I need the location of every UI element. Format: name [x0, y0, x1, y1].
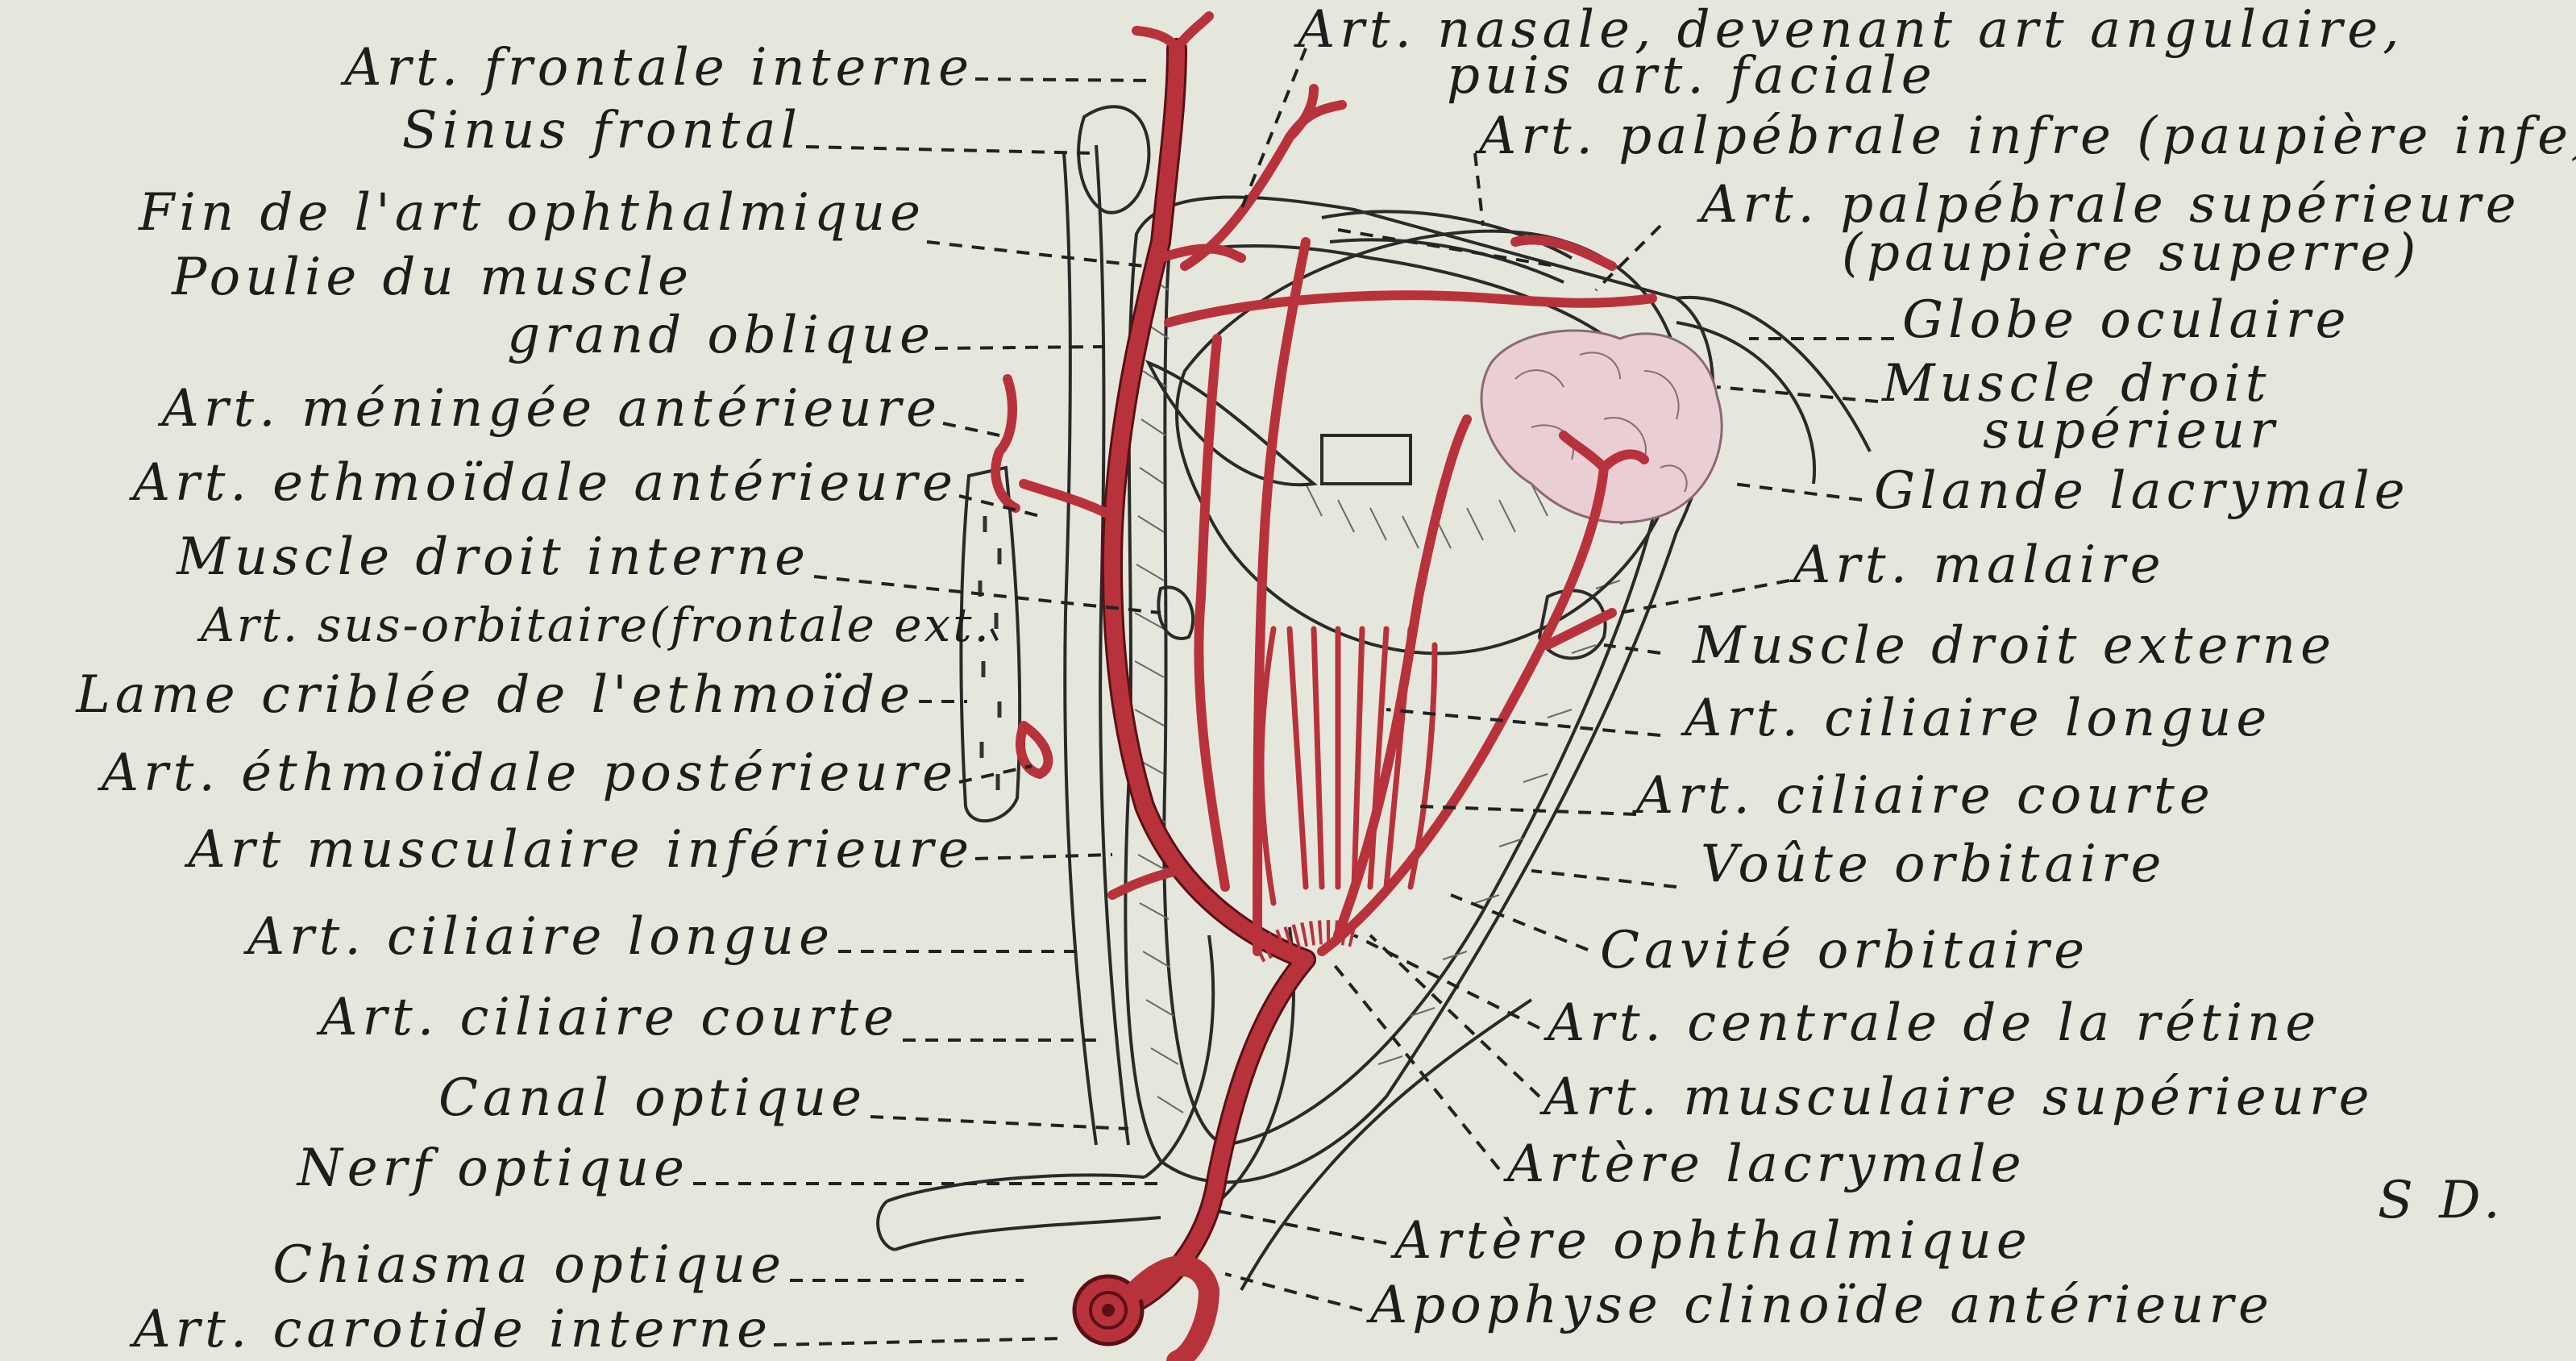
label-art-ciliaire-longue-left: Art. ciliaire longue: [243, 907, 834, 967]
label-art-palpebrale-inf: Art. palpébrale infre (paupière infe): [1475, 106, 2576, 166]
label-muscle-droit-interne: Muscle droit interne: [176, 527, 810, 587]
label-artere-lacrymale: Artère lacrymale: [1503, 1134, 2026, 1194]
label-artere-ophthalmique: Artère ophthalmique: [1390, 1211, 2032, 1271]
label-chiasma-optique: Chiasma optique: [272, 1235, 786, 1295]
artere-lacrymale-vessel: [1322, 468, 1604, 951]
label-art-meningee-anterieure: Art. méningée antérieure: [158, 379, 941, 439]
label-art-centrale-retine: Art. centrale de la rétine: [1544, 993, 2320, 1053]
medial-orbital-wall: [1064, 153, 1096, 1145]
label-cavite-orbitaire: Cavité orbitaire: [1600, 921, 2089, 980]
art-nasale-branch-2: [1185, 105, 1342, 266]
label-apophyse-clinoide: Apophyse clinoïde antérieure: [1366, 1276, 2274, 1335]
label-art-sus-orbitaire: Art. sus-orbitaire(frontale ext.: [197, 597, 991, 652]
labels-left: Art. frontale interne Sinus frontal Fin …: [75, 38, 991, 1359]
label-art-musculaire-inferieure: Art musculaire inférieure: [185, 820, 974, 880]
label-art-nasale-line2: puis art. faciale: [1447, 46, 1937, 106]
label-lame-criblee: Lame criblée de l'ethmoïde: [75, 665, 915, 725]
chiasma-optique-shape: [878, 1175, 1161, 1250]
label-art-ethmoidale-posterieure: Art. éthmoïdale postérieure: [98, 743, 958, 803]
lid-flap: [1149, 363, 1314, 485]
label-nerf-optique: Nerf optique: [296, 1138, 689, 1198]
art-frontale-interne-vessel: [1136, 31, 1177, 48]
label-art-palpebrale-sup-line2: (paupière superre): [1842, 223, 2420, 283]
sinus-frontal-shape: [1078, 106, 1149, 212]
label-art-ethmoidale-anterieure: Art. ethmoïdale antérieure: [129, 453, 958, 513]
label-art-ciliaire-courte-left: Art. ciliaire courte: [316, 988, 899, 1047]
label-voute-orbitaire: Voûte orbitaire: [1701, 834, 2166, 894]
label-fin-art-ophtalmique: Fin de l'art ophthalmique: [138, 183, 925, 243]
label-glande-lacrymale: Glande lacrymale: [1874, 461, 2410, 521]
art-nasale-vessel: [1177, 16, 1209, 48]
optic-insertion: [1322, 435, 1411, 484]
labels-right: Art. nasale, devenant art angulaire, pui…: [1294, 0, 2576, 1335]
label-muscle-droit-sup-line2: supérieur: [1983, 401, 2279, 460]
artist-signature: S D.: [2378, 1171, 2505, 1230]
art-meningee-anterieure-vessel: [995, 379, 1016, 508]
muscle-droit-interne-shape: [1158, 587, 1193, 639]
art-ethmoidale-posterieure-vessel: [1020, 726, 1048, 774]
art-musculaire-inferieure-vessel: [1112, 871, 1177, 895]
art-carotide-interne-vessel: [1074, 1266, 1209, 1361]
label-muscle-droit-externe: Muscle droit externe: [1692, 616, 2336, 676]
cribriform-dots: [980, 516, 999, 790]
label-globe-oculaire: Globe oculaire: [1902, 290, 2350, 350]
label-poulie-line1: Poulie du muscle: [171, 248, 693, 307]
label-art-ciliaire-courte-right: Art. ciliaire courte: [1632, 766, 2215, 826]
label-art-musculaire-superieure: Art. musculaire supérieure: [1539, 1068, 2374, 1127]
label-art-frontale-interne: Art. frontale interne: [340, 38, 974, 98]
art-palpebrale-superieure-vessel: [1169, 295, 1652, 323]
label-art-ciliaire-longue-right: Art. ciliaire longue: [1681, 689, 2271, 748]
label-sinus-frontal: Sinus frontal: [402, 101, 802, 160]
label-poulie-line2: grand oblique: [507, 306, 935, 365]
label-art-malaire: Art. malaire: [1789, 535, 2166, 595]
label-canal-optique: Canal optique: [438, 1068, 866, 1128]
label-art-carotide-interne: Art. carotide interne: [129, 1300, 772, 1359]
